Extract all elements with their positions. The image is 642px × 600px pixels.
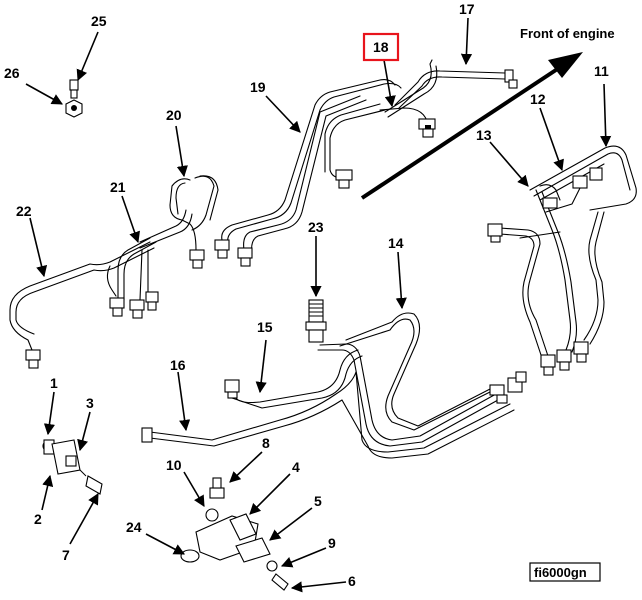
fuel-line-12 bbox=[535, 167, 603, 353]
fuel-line-13 bbox=[487, 223, 589, 376]
figure-id: fi6000gn bbox=[534, 565, 587, 580]
callout-11: 11 bbox=[594, 63, 609, 79]
callout-25: 25 bbox=[91, 13, 107, 29]
fuel-line-19 bbox=[214, 79, 402, 267]
callout-26: 26 bbox=[4, 65, 20, 81]
callout-21: 21 bbox=[110, 179, 126, 195]
fuel-line-11 bbox=[529, 145, 637, 345]
front-of-engine-label: Front of engine bbox=[520, 26, 615, 41]
fuel-line-20 bbox=[139, 175, 219, 269]
fuel-line-15 bbox=[224, 349, 363, 409]
callout-9: 9 bbox=[328, 535, 336, 551]
leader-lines bbox=[25, 17, 612, 593]
callout-16: 16 bbox=[170, 357, 186, 373]
callout-22: 22 bbox=[16, 203, 32, 219]
fuel-line-18 bbox=[379, 59, 438, 138]
callout-20: 20 bbox=[166, 107, 182, 123]
callout-18: 18 bbox=[373, 39, 389, 55]
nut-26 bbox=[65, 99, 83, 118]
callout-23: 23 bbox=[308, 219, 324, 235]
fitting-23 bbox=[305, 299, 327, 343]
callout-5: 5 bbox=[314, 493, 322, 509]
fuel-line-22 bbox=[9, 241, 155, 369]
callout-19: 19 bbox=[250, 79, 266, 95]
callout-13: 13 bbox=[476, 127, 492, 143]
callout-14: 14 bbox=[388, 235, 404, 251]
callout-18-highlight bbox=[362, 32, 400, 62]
callout-24: 24 bbox=[126, 519, 142, 535]
callout-8: 8 bbox=[262, 435, 270, 451]
figure-id-box: fi6000gn bbox=[529, 562, 601, 582]
bracket-assembly-4-5 bbox=[180, 477, 289, 591]
callout-15: 15 bbox=[257, 319, 273, 335]
callout-1: 1 bbox=[50, 375, 58, 391]
front-of-engine-arrow bbox=[360, 52, 583, 200]
callout-6: 6 bbox=[348, 573, 356, 589]
screw-25 bbox=[69, 79, 79, 99]
callout-10: 10 bbox=[166, 457, 182, 473]
callout-2: 2 bbox=[34, 511, 42, 527]
fuel-line-16 bbox=[141, 371, 527, 459]
callout-17: 17 bbox=[459, 1, 475, 17]
fuel-line-14 bbox=[317, 312, 508, 447]
callout-12: 12 bbox=[530, 91, 546, 107]
clamp-assembly-1-3 bbox=[42, 439, 103, 495]
callout-7: 7 bbox=[62, 547, 70, 563]
fuel-line-17 bbox=[394, 69, 518, 109]
callout-3: 3 bbox=[86, 395, 94, 411]
callout-4: 4 bbox=[292, 459, 300, 475]
